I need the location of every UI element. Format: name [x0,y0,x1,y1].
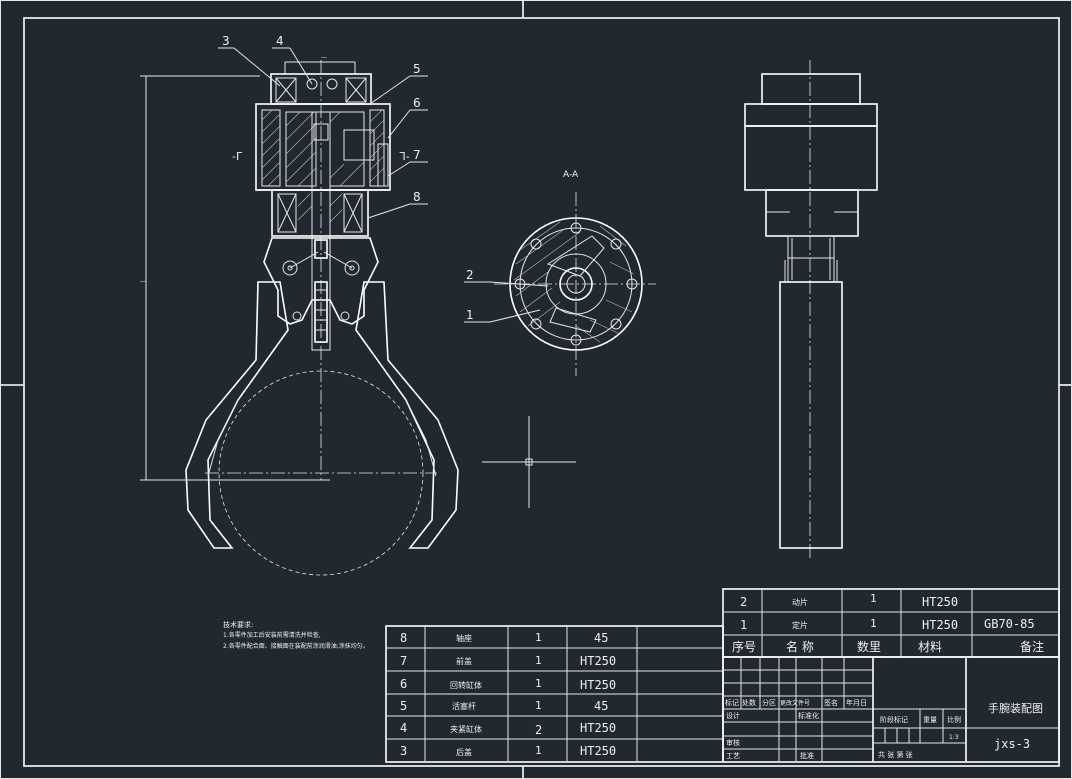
section-mark-right: ᒣ- [399,150,410,163]
side-view [744,60,878,560]
tb-weight: 重量 [923,716,937,724]
lt-no-8: 8 [400,631,407,645]
th-material: 材料 [918,640,942,654]
cad-crosshair [482,416,576,508]
section-balloon-1: 1 [466,308,474,322]
th-no: 序号 [732,639,756,654]
tb-ratio: 比例 [947,715,961,724]
tt-name-1: 定片 [792,620,808,630]
balloon-7: 7 [413,148,421,162]
tb-review: 审核 [726,738,740,747]
balloon-3: 3 [222,34,230,48]
tb-design: 设计 [726,711,740,720]
tt-mat-2: HT250 [922,595,958,609]
tb-drawing-name: 手腕装配图 [988,701,1043,715]
tb-rev-h3: 更改文件号 [780,699,810,707]
section-view: A-A 2 1 [464,170,656,376]
tb-stage: 阶段标记 [880,715,908,724]
tt-remark-1: GB70-85 [984,617,1035,631]
tb-rev-h0: 标记 [725,698,739,707]
tb-drawing-no: jxs-3 [994,737,1030,751]
lt-name-6: 回转缸体 [450,680,482,690]
lt-name-3: 后盖 [456,747,472,757]
th-qty: 数里 [857,639,881,654]
lt-qty-5: 1 [535,699,542,712]
tb-scale: 1:3 [949,734,959,741]
balloon-5: 5 [413,62,421,76]
balloon-6: 6 [413,96,421,110]
lt-mat-3: HT250 [580,744,616,758]
tb-standardize: 标准化 [798,711,819,720]
section-mark-left: -ᒥ [232,150,243,163]
lt-qty-3: 1 [535,744,542,757]
tt-qty-2: 1 [870,592,877,605]
section-label: A-A [563,170,579,180]
th-remark: 备注 [1020,639,1044,654]
tb-rev-h5: 年月日 [846,698,867,707]
section-balloon-2: 2 [466,268,474,282]
lt-qty-7: 1 [535,654,542,667]
lt-no-4: 4 [400,721,407,735]
lt-no-6: 6 [400,677,407,691]
dim-top-text: — [321,54,327,61]
tt-mat-1: HT250 [922,618,958,632]
lt-no-7: 7 [400,654,407,668]
lt-mat-5: 45 [594,699,608,713]
balloon-8: 8 [413,190,421,204]
lt-qty-8: 1 [535,631,542,644]
lt-no-5: 5 [400,699,407,713]
lt-name-5: 活塞杆 [452,701,476,711]
tb-rev-h1: 处数 [742,698,756,707]
notes-line-2: 2.各零件配合面、接触面在装配前涂润滑油;涂抹均匀。 [223,642,369,650]
tb-rev-h2: 分区 [762,698,776,707]
title-block: 标记 处数 分区 更改文件号 签名 年月日 设计 标准化 审核 工艺 批准 阶段… [722,656,1060,763]
left-parts-table: 8 轴座 1 45 7 前盖 1 HT250 6 回转缸体 1 HT250 5 … [385,625,724,763]
lt-qty-4: 2 [535,723,542,737]
notes-title: 技术要求: [223,620,253,629]
notes-line-1: 1.各零件加工后安装前需清洗并检查, [223,631,321,639]
lt-name-7: 前盖 [456,656,472,666]
lt-name-8: 轴座 [456,633,472,643]
front-balloons: 3 4 5 6 7 8 [218,34,428,219]
tb-approve: 批准 [800,751,814,760]
top-parts-table: 2 动片 1 HT250 1 定片 1 HT250 GB70-85 序号 名 称… [722,588,1060,658]
lt-name-4: 夹紧缸体 [450,724,482,734]
lt-mat-6: HT250 [580,678,616,692]
lt-mat-7: HT250 [580,654,616,668]
lt-mat-8: 45 [594,631,608,645]
lt-no-3: 3 [400,744,407,758]
th-name: 名 称 [786,639,814,654]
tb-process: 工艺 [726,752,740,760]
balloon-4: 4 [276,34,284,48]
front-view: — — [140,54,459,576]
tt-no-1: 1 [740,618,747,632]
lt-qty-6: 1 [535,677,542,690]
tb-rev-h4: 签名 [824,698,838,707]
lt-mat-4: HT250 [580,721,616,735]
tb-sheets: 共 张 第 张 [878,750,913,759]
tt-qty-1: 1 [870,617,877,630]
tt-name-2: 动片 [792,597,808,607]
dim-left-text: — [140,278,146,285]
technical-notes: 技术要求: 1.各零件加工后安装前需清洗并检查, 2.各零件配合面、接触面在装配… [223,620,369,650]
tt-no-2: 2 [740,595,747,609]
